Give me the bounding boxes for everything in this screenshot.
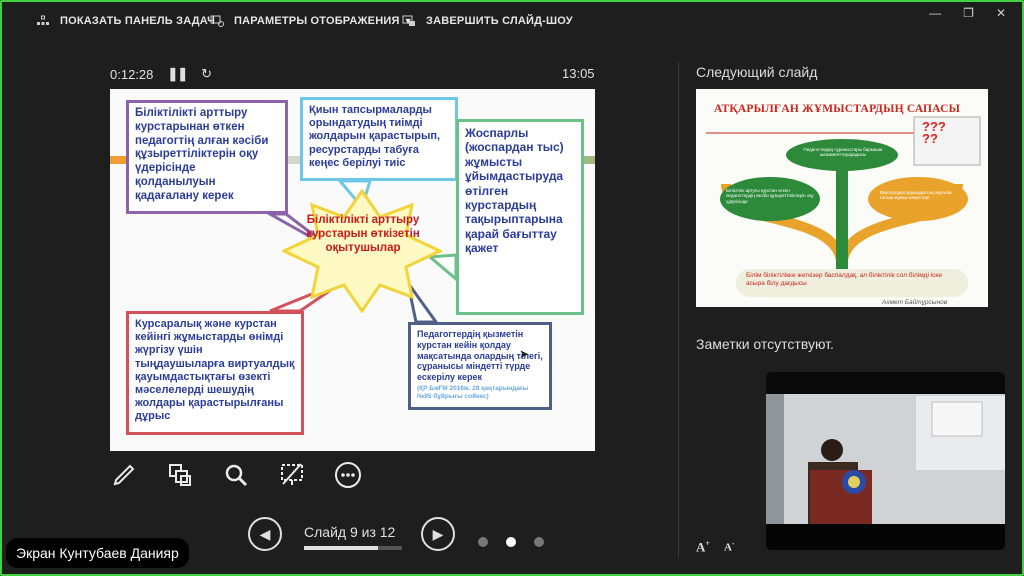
see-all-slides-icon[interactable] bbox=[164, 459, 196, 491]
camera-feed bbox=[766, 372, 1005, 550]
restore-icon[interactable]: ❐ bbox=[963, 6, 974, 20]
callout-navy-text: Педагогтердің қызметін курстан кейін қол… bbox=[417, 329, 543, 383]
elapsed-time: 0:12:28 bbox=[110, 66, 154, 82]
display-settings-label: ПАРАМЕТРЫ ОТОБРАЖЕНИЯ bbox=[234, 15, 400, 27]
zoom-icon[interactable] bbox=[220, 459, 252, 491]
callout-box-purple: Біліктілікті арттыру курстарынан өткен п… bbox=[126, 100, 288, 214]
screen-share-label: Экран Кунтубаев Данияр bbox=[6, 538, 189, 568]
carousel-dot[interactable] bbox=[478, 537, 488, 547]
next-slide-label: Следующий слайд bbox=[696, 64, 818, 80]
previous-slide-button[interactable]: ◀ bbox=[248, 517, 282, 551]
callout-box-navy: Педагогтердің қызметін курстан кейін қол… bbox=[408, 322, 552, 410]
callout-box-green: Жоспарлы (жоспардан тыс) жұмысты ұйымдас… bbox=[456, 119, 584, 315]
slide-bar-accent-left bbox=[110, 156, 130, 164]
slide-bar-accent-right bbox=[581, 156, 595, 164]
next-slide-right-leaf: Виртуалдық қауымдастық мұғалім ғалым жұм… bbox=[880, 190, 952, 201]
current-clock: 13:05 bbox=[562, 66, 595, 81]
current-slide[interactable]: Біліктілікті арттыру курстарынан өткен п… bbox=[110, 89, 595, 451]
restart-icon[interactable]: ↻ bbox=[201, 66, 213, 81]
increase-font-icon[interactable]: A+ bbox=[696, 539, 710, 555]
carousel-dot[interactable] bbox=[534, 537, 544, 547]
black-screen-icon[interactable] bbox=[276, 459, 308, 491]
center-star-text: Біліктілікті арттыру курстарын өткізетін… bbox=[306, 214, 420, 255]
next-slide-title: АТҚАРЫЛҒАН ЖҰМЫСТАРДЫҢ САПАСЫ bbox=[714, 103, 961, 115]
taskbar-icon bbox=[36, 15, 50, 27]
minimize-icon[interactable]: — bbox=[929, 6, 942, 20]
next-slide-author: Ахмет Байтұрсынов bbox=[882, 299, 948, 306]
next-slide-top-leaf: Педагогтердің сұраныстары бармаша шешмег… bbox=[803, 147, 883, 158]
slide-progress-fill bbox=[304, 546, 378, 550]
show-taskbar-label: ПОКАЗАТЬ ПАНЕЛЬ ЗАДАЧ bbox=[60, 15, 216, 27]
notes-font-controls: A+ A- bbox=[696, 539, 735, 555]
end-slideshow-icon bbox=[402, 15, 416, 27]
end-slideshow-button[interactable]: ЗАВЕРШИТЬ СЛАЙД-ШОУ bbox=[402, 15, 573, 27]
slide-counter: Слайд 9 из 12 bbox=[304, 524, 396, 540]
more-options-icon[interactable] bbox=[332, 459, 364, 491]
callout-box-blue: Қиын тапсырмаларды орындатудың тиімді жо… bbox=[300, 97, 458, 181]
carousel-dot-active[interactable] bbox=[506, 537, 516, 547]
close-icon[interactable]: ✕ bbox=[995, 6, 1006, 20]
callout-navy-note: (ҚР БжҒМ 2016ж. 28 қаңтарындағы №95 бұйр… bbox=[417, 384, 529, 400]
display-settings-icon bbox=[210, 15, 224, 27]
next-arrow-icon: ▶ bbox=[432, 525, 444, 542]
camera-video bbox=[766, 372, 1005, 550]
slide-tools bbox=[108, 459, 364, 491]
next-slide-button[interactable]: ▶ bbox=[421, 517, 455, 551]
next-slide-preview[interactable]: АТҚАРЫЛҒАН ЖҰМЫСТАРДЫҢ САПАСЫ ????? Педа… bbox=[696, 89, 988, 307]
panel-divider bbox=[678, 62, 679, 557]
show-taskbar-button[interactable]: ПОКАЗАТЬ ПАНЕЛЬ ЗАДАЧ bbox=[36, 15, 215, 27]
next-slide-left-leaf: Біліктілік артуғы курстан өткен педагогт… bbox=[726, 188, 814, 204]
slide-timer: 0:12:28 ❚❚ ↻ bbox=[110, 66, 212, 82]
mouse-cursor-icon: ➤ bbox=[519, 347, 530, 361]
carousel-dots bbox=[478, 537, 544, 547]
chevron-down-icon: ▼ bbox=[403, 16, 413, 26]
display-settings-button[interactable]: ПАРАМЕТРЫ ОТОБРАЖЕНИЯ ▼ bbox=[210, 15, 413, 27]
slide-progress-bar bbox=[304, 546, 402, 550]
pause-icon[interactable]: ❚❚ bbox=[167, 66, 188, 81]
end-slideshow-label: ЗАВЕРШИТЬ СЛАЙД-ШОУ bbox=[426, 15, 573, 27]
speaker-notes: Заметки отсутствуют. bbox=[696, 336, 834, 352]
pen-tool-icon[interactable] bbox=[108, 459, 140, 491]
window-controls: — ❐ ✕ bbox=[929, 6, 1006, 20]
previous-arrow-icon: ◀ bbox=[259, 525, 271, 542]
decrease-font-icon[interactable]: A- bbox=[723, 539, 735, 554]
next-slide-graphic bbox=[706, 116, 981, 270]
callout-box-red: Курсаралық және курстан кейінгі жұмыстар… bbox=[126, 311, 304, 435]
next-slide-question-marks: ????? bbox=[922, 119, 946, 146]
next-slide-quote: Білім біліктілікке жеткізер баспалдақ, а… bbox=[736, 269, 968, 297]
top-toolbar: ПОКАЗАТЬ ПАНЕЛЬ ЗАДАЧ ПАРАМЕТРЫ ОТОБРАЖЕ… bbox=[0, 0, 1024, 44]
center-star bbox=[282, 189, 442, 313]
